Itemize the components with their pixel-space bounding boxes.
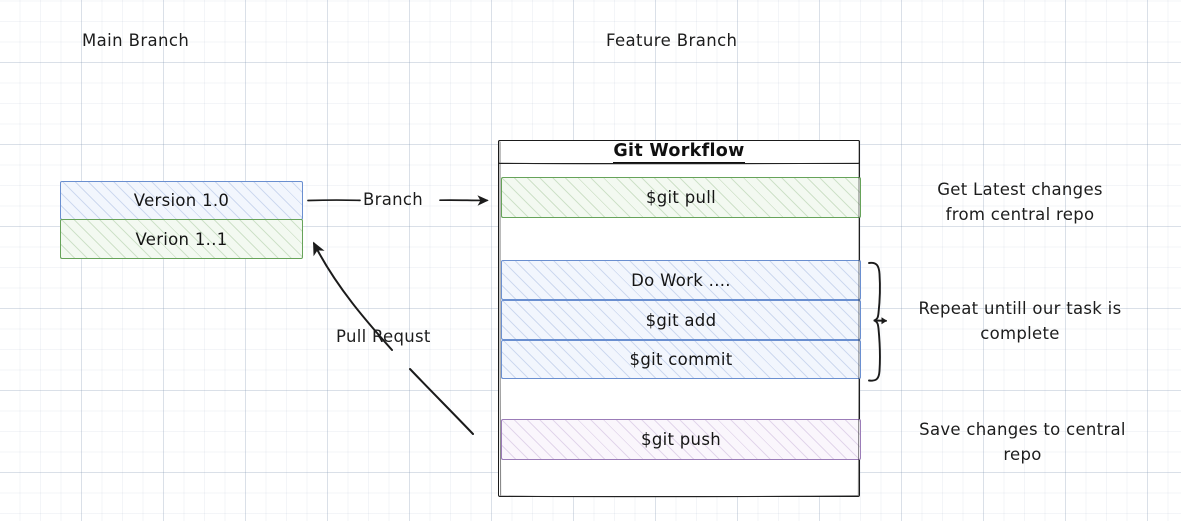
- git-commit-box[interactable]: $git commit: [501, 340, 861, 379]
- note-git-pull-text: Get Latest changes from central repo: [937, 180, 1103, 224]
- git-push-label: $git push: [641, 430, 721, 449]
- note-repeat-text: Repeat untill our task is complete: [918, 299, 1122, 343]
- git-pull-label: $git pull: [645, 188, 717, 207]
- do-work-box[interactable]: Do Work ....: [501, 260, 861, 300]
- pull-request-label: Pull Requst: [336, 327, 431, 346]
- workflow-title-bar: Git Workflow: [498, 140, 860, 164]
- version-1-0-box[interactable]: Version 1.0: [60, 181, 303, 220]
- git-add-label: $git add: [645, 310, 717, 330]
- git-add-box[interactable]: $git add: [501, 300, 861, 340]
- note-git-pull: Get Latest changes from central repo: [905, 177, 1135, 227]
- branch-arrow-label: Branch: [363, 190, 424, 209]
- version-1-0-label: Version 1.0: [133, 191, 230, 210]
- repeat-brace: [868, 261, 887, 382]
- note-git-push-text: Save changes to central repo: [919, 420, 1126, 464]
- git-commit-label: $git commit: [629, 350, 733, 369]
- note-repeat: Repeat untill our task is complete: [900, 296, 1140, 346]
- do-work-label: Do Work ....: [631, 270, 731, 290]
- header-main-branch: Main Branch: [82, 31, 190, 50]
- header-feature-branch: Feature Branch: [606, 31, 738, 50]
- note-git-push: Save changes to central repo: [900, 417, 1145, 467]
- version-1-1-box[interactable]: Verion 1..1: [60, 219, 303, 259]
- workflow-title-label: Git Workflow: [613, 141, 745, 163]
- git-push-box[interactable]: $git push: [501, 419, 861, 460]
- git-pull-box[interactable]: $git pull: [501, 177, 861, 218]
- version-1-1-label: Verion 1..1: [135, 229, 228, 249]
